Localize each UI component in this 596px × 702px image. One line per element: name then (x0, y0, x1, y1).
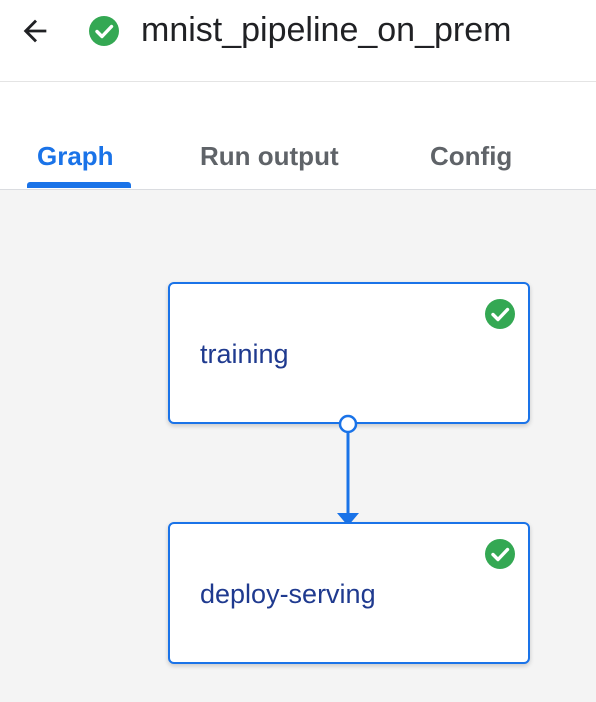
tab-run-output[interactable]: Run output (200, 141, 339, 171)
tab-graph[interactable]: Graph (37, 141, 114, 171)
node-label: deploy-serving (200, 579, 376, 609)
tab-config[interactable]: Config (430, 141, 513, 171)
back-button[interactable] (12, 8, 58, 54)
check-circle-icon (485, 299, 515, 329)
check-circle-icon (485, 539, 515, 569)
active-tab-indicator (27, 182, 131, 188)
pipeline-node-deploy-serving[interactable]: deploy-serving (168, 522, 530, 664)
pipeline-node-training[interactable]: training (168, 282, 530, 424)
node-label: training (200, 339, 289, 369)
run-header: mnist_pipeline_on_prem (0, 0, 596, 82)
arrow-left-icon (23, 19, 47, 43)
graph-edges (337, 432, 359, 526)
check-circle-icon (89, 16, 119, 46)
tab-bar: Graph Run output Config (0, 82, 596, 190)
edge-arrowhead (337, 513, 359, 526)
pipeline-graph[interactable]: training deploy-serving (0, 190, 596, 702)
page-title: mnist_pipeline_on_prem (141, 11, 512, 49)
